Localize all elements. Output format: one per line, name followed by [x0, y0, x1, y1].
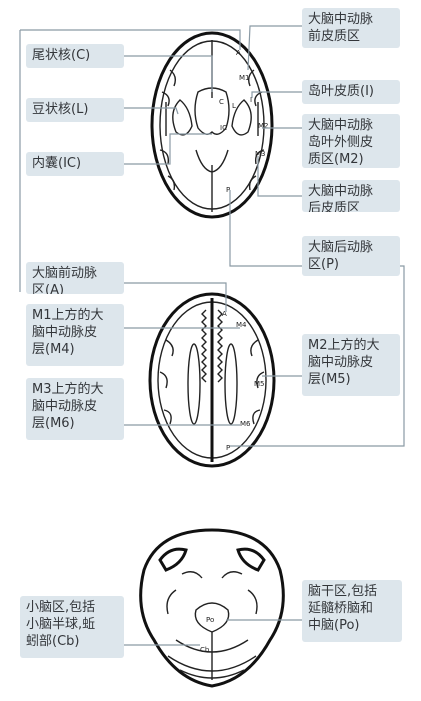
posterior-fossa-slice: Po Cb	[139, 528, 285, 688]
label-caudate: 尾状核(C)	[26, 44, 124, 68]
label-m4: M1上方的大 脑中动脉皮 层(M4)	[26, 304, 124, 366]
label-mca-insular-lateral-cortex: 大脑中动脉 岛叶外侧皮 质区(M2)	[302, 114, 400, 168]
label-cerebellum: 小脑区,包括 小脑半球,蚯 蚓部(Cb)	[20, 596, 124, 658]
tag-m5: M5	[254, 380, 265, 388]
label-mca-posterior-cortex: 大脑中动脉 后皮质区	[302, 180, 400, 212]
tag-p1: P	[226, 186, 230, 194]
label-internal-capsule: 内囊(IC)	[26, 152, 124, 176]
label-lentiform: 豆状核(L)	[26, 98, 124, 122]
tag-m1: M1	[239, 74, 250, 82]
tag-m3: M3	[255, 150, 266, 158]
tag-po: Po	[206, 616, 214, 624]
label-m5: M2上方的大 脑中动脉皮 层(M5)	[302, 334, 400, 396]
label-insular-cortex: 岛叶皮质(I)	[302, 80, 400, 104]
tag-a1: A	[236, 49, 241, 57]
ganglionic-level-slice: A M1 I L C IC M2 M3 P	[150, 31, 274, 219]
leader-lines	[19, 25, 405, 646]
label-mca-anterior-cortex: 大脑中动脉 前皮质区	[302, 8, 400, 48]
label-aca-territory: 大脑前动脉 区(A)	[26, 262, 124, 294]
tag-i: I	[250, 96, 252, 104]
label-pca-territory: 大脑后动脉 区(P)	[302, 236, 400, 276]
tag-cb: Cb	[200, 646, 210, 654]
tag-m2: M2	[258, 122, 269, 130]
tag-a2: A	[222, 310, 227, 318]
supraganglionic-level-slice: A M4 M5 M6 P	[148, 292, 276, 468]
label-m6: M3上方的大 脑中动脉皮 层(M6)	[26, 378, 124, 440]
tag-p2: P	[226, 444, 230, 452]
tag-m6: M6	[240, 420, 251, 428]
tag-c: C	[219, 98, 224, 106]
tag-ic: IC	[220, 124, 227, 132]
tag-m4: M4	[236, 321, 247, 329]
label-brainstem: 脑干区,包括 延髓桥脑和 中脑(Po)	[302, 580, 402, 642]
tag-l: L	[232, 102, 236, 110]
